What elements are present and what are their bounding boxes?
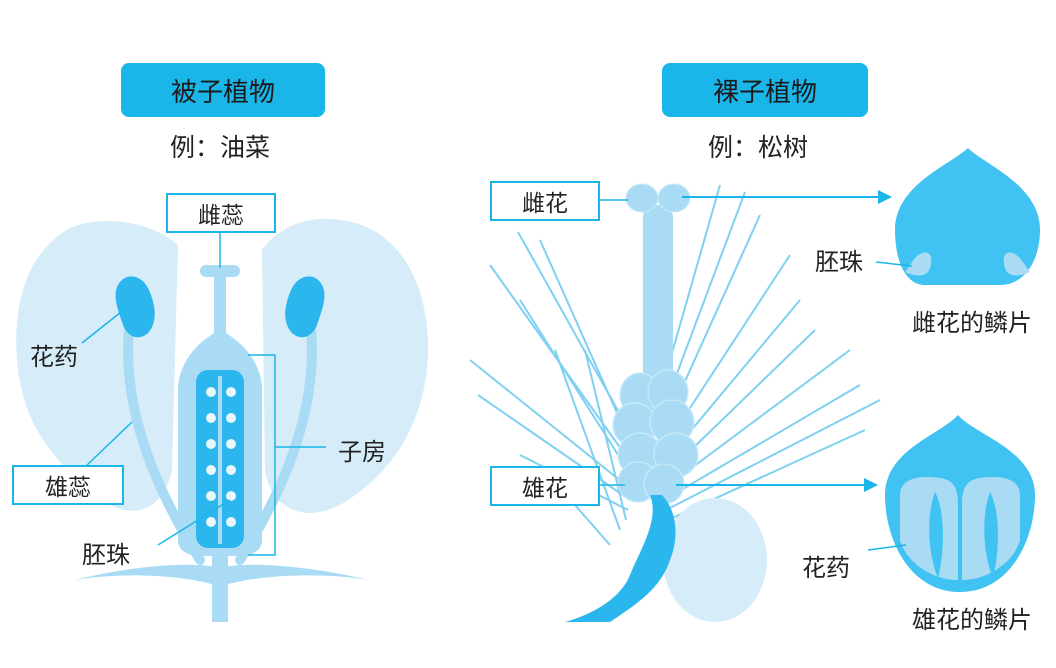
male-anther-leader — [867, 544, 907, 551]
scale-ovule-leader — [875, 261, 913, 267]
gymnosperm-example: 例：松树 — [708, 133, 809, 162]
female-scale-shape — [895, 148, 1040, 285]
stamen-label-box: 雄蕊 — [12, 465, 124, 505]
female-cone-axis — [643, 205, 673, 405]
ovule-leader — [157, 499, 231, 546]
male-scale-label: 雄花的鳞片 — [912, 606, 1032, 634]
ovary-bracket — [248, 354, 276, 556]
angiosperm-example: 例：油菜 — [170, 133, 271, 162]
septum — [218, 376, 222, 544]
male-cone-label-box: 雄花 — [490, 466, 600, 506]
left-sepal — [75, 564, 220, 585]
female-cone-label-box: 雌花 — [490, 181, 600, 221]
male-arrow-head — [864, 478, 878, 492]
right-sepal — [220, 564, 368, 585]
stamen-label: 雄蕊 — [45, 475, 91, 501]
pistil-label-box: 雌蕊 — [166, 193, 276, 233]
female-scale-label: 雌花的鳞片 — [912, 309, 1032, 337]
pine-branch — [565, 495, 676, 622]
anther-label: 花药 — [30, 343, 78, 371]
angiosperm-illustration — [16, 218, 429, 622]
gymnosperm-title: 裸子植物 — [712, 77, 817, 108]
ovules — [206, 387, 236, 527]
pistil-label: 雌蕊 — [198, 203, 244, 229]
male-anther-label: 花药 — [802, 554, 850, 582]
anther-leader — [81, 307, 127, 344]
male-cone-cluster — [612, 369, 699, 505]
gymnosperm-title-pill: 裸子植物 — [662, 63, 868, 117]
receptacle-stalk — [212, 552, 228, 622]
style — [214, 275, 226, 335]
female-arrow-head — [878, 190, 892, 204]
scale-ovule-label: 胚珠 — [815, 248, 863, 276]
ovary-label: 子房 — [338, 438, 386, 466]
female-cone-label: 雌花 — [522, 191, 568, 217]
stigma — [200, 265, 240, 277]
ovule-label: 胚珠 — [82, 541, 130, 569]
female-cone-scales — [625, 183, 691, 213]
angiosperm-title-pill: 被子植物 — [121, 63, 325, 117]
scale-ovules — [905, 252, 1030, 276]
stamen-leader — [84, 421, 133, 468]
gymnosperm-illustration — [469, 148, 1040, 622]
right-anther — [285, 276, 325, 338]
male-cone-label: 雄花 — [522, 476, 568, 502]
left-anther — [115, 276, 155, 338]
male-scale-anther-left — [900, 476, 958, 580]
mature-cone — [663, 498, 767, 622]
angiosperm-title: 被子植物 — [170, 77, 275, 108]
